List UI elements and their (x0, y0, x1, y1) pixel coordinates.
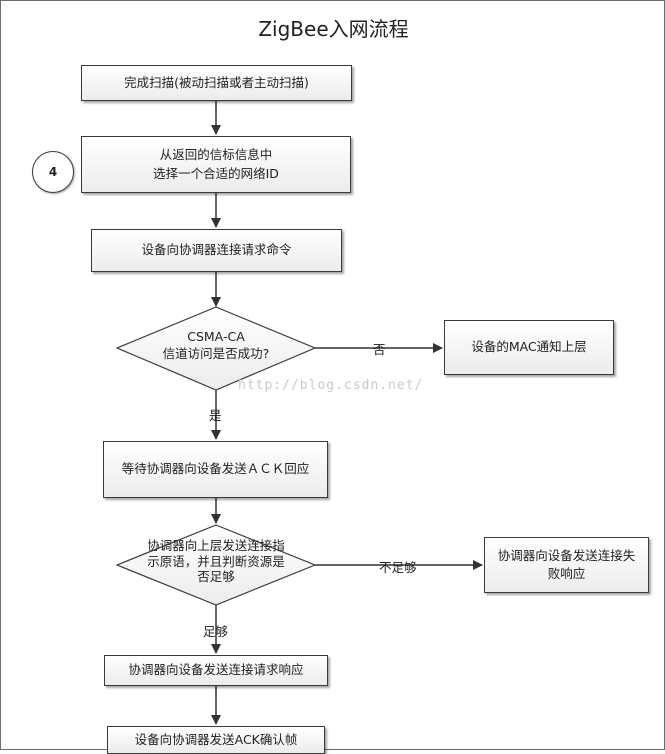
decision-resource-line3: 否足够 (197, 569, 235, 585)
decision-resource-line2: 示原语，并且判断资源是 (147, 553, 285, 569)
node-join-response-text: 协调器向设备发送连接请求响应 (128, 662, 304, 678)
node-send-join-request-text: 设备向协调器连接请求命令 (141, 242, 292, 258)
node-select-network: 从返回的信标信息中 选择一个合适的网络ID (81, 136, 351, 193)
label-sufficient: 足够 (203, 624, 229, 639)
node-wait-ack-text: 等待协调器向设备发送ＡＣＫ回应 (121, 461, 310, 477)
node-wait-ack: 等待协调器向设备发送ＡＣＫ回应 (103, 441, 328, 498)
label-yes: 是 (209, 408, 222, 423)
node-scan-complete-text: 完成扫描(被动扫描或者主动扫描) (124, 74, 309, 90)
label-insufficient: 不足够 (379, 560, 417, 575)
decision-csma-shape (115, 306, 317, 391)
watermark: http://blog.csdn.net/ (238, 378, 424, 393)
decision-csma: CSMA-CA 信道访问是否成功? (137, 329, 295, 363)
node-scan-complete: 完成扫描(被动扫描或者主动扫描) (81, 65, 352, 101)
decision-csma-line1: CSMA-CA (187, 329, 245, 344)
decision-resource-shape (115, 524, 317, 606)
decision-resource-line1: 协调器向上层发送连接指 (147, 538, 285, 553)
diagram-title: ZigBee入网流程 (258, 17, 409, 41)
step-number: 4 (48, 165, 58, 179)
node-join-fail-line1: 协调器向设备发送连接失 (497, 547, 636, 563)
node-join-response: 协调器向设备发送连接请求响应 (104, 655, 328, 686)
node-select-network-line2: 选择一个合适的网络ID (153, 165, 279, 181)
step-number-circle: 4 (32, 151, 74, 193)
label-no: 否 (373, 342, 386, 357)
node-mac-notify: 设备的MAC通知上层 (444, 320, 614, 375)
node-select-network-line1: 从返回的信标信息中 (159, 147, 273, 163)
decision-resource: 协调器向上层发送连接指 示原语，并且判断资源是 否足够 (129, 538, 303, 585)
node-join-fail: 协调器向设备发送连接失 败响应 (484, 537, 649, 593)
node-send-join-request: 设备向协调器连接请求命令 (91, 229, 342, 272)
node-mac-notify-text: 设备的MAC通知上层 (471, 339, 587, 355)
node-send-ack-text: 设备向协调器发送ACK确认帧 (134, 731, 298, 747)
node-join-fail-line2: 败响应 (547, 566, 586, 581)
decision-csma-line2: 信道访问是否成功? (162, 345, 270, 361)
